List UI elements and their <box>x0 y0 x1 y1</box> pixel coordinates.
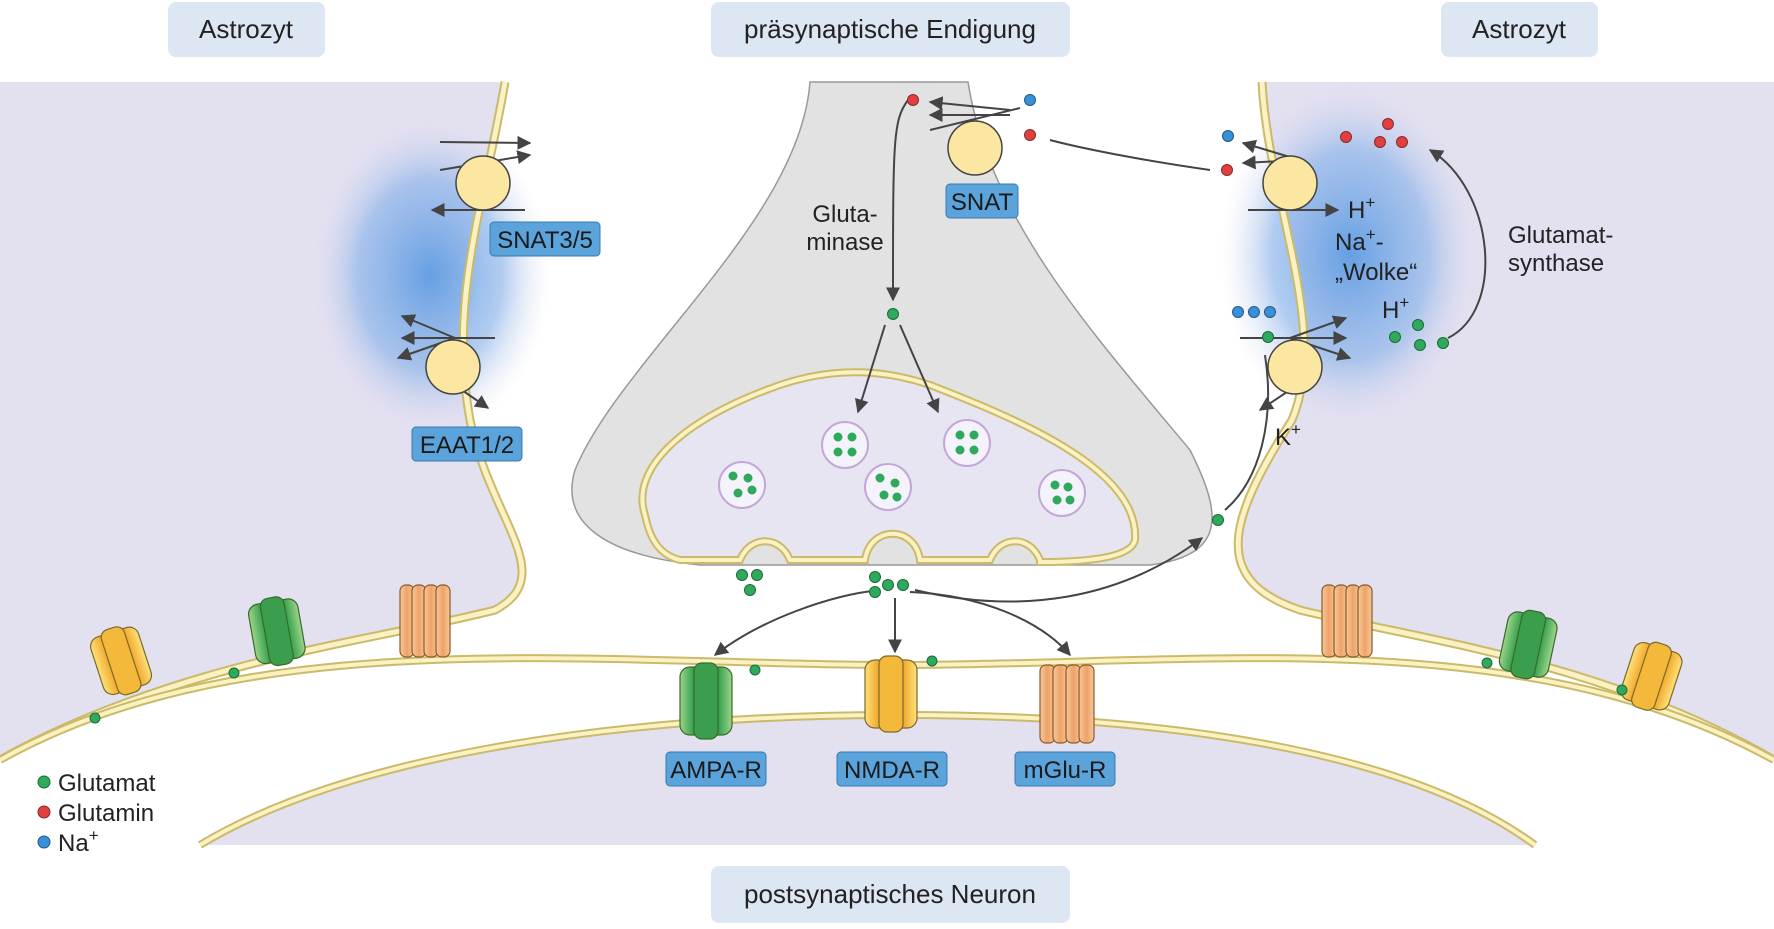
tag-snat35: SNAT3/5 <box>489 221 601 257</box>
annotation-glutamate-synthase-2: synthase <box>1508 250 1604 277</box>
annotation-na-cloud-2: „Wolke“ <box>1335 259 1417 286</box>
annotation-h-plus-upper: H+ <box>1348 193 1375 224</box>
annotation-glutaminase-1: Gluta- <box>812 201 877 228</box>
legend: Glutamat Glutamin Na+ <box>37 770 156 857</box>
vesicle <box>718 461 766 509</box>
pathway-arrows <box>713 99 1487 657</box>
svg-text:NMDA-R: NMDA-R <box>844 757 940 784</box>
snat35-transporter <box>430 135 532 217</box>
svg-text:SNAT3/5: SNAT3/5 <box>497 227 593 254</box>
tag-eaat12: EAAT1/2 <box>411 426 523 462</box>
label-astrocyte-left: Astrozyt <box>168 2 325 57</box>
annotation-na-cloud-1: Na+- <box>1335 225 1384 256</box>
tag-nmda: NMDA-R <box>836 751 948 787</box>
eaat12-transporter <box>396 314 495 409</box>
svg-text:Na+: Na+ <box>58 826 99 857</box>
annotation-h-plus-lower: H+ <box>1382 293 1409 324</box>
svg-text:mGlu-R: mGlu-R <box>1024 757 1107 784</box>
vesicle <box>943 419 991 467</box>
ampa-receptor <box>679 662 733 740</box>
label-presynaptic: präsynaptische Endigung <box>711 2 1070 57</box>
vesicle <box>1038 469 1086 517</box>
tag-snat: SNAT <box>945 183 1019 219</box>
svg-text:AMPA-R: AMPA-R <box>670 757 762 784</box>
molecules <box>736 94 1449 598</box>
svg-text:postsynaptisches Neuron: postsynaptisches Neuron <box>744 879 1036 909</box>
tag-mglu: mGlu-R <box>1014 751 1116 787</box>
svg-text:Glutamin: Glutamin <box>58 800 154 827</box>
ampa-receptor-right <box>1498 609 1558 680</box>
svg-text:EAAT1/2: EAAT1/2 <box>420 432 514 459</box>
annotation-glutaminase-2: minase <box>806 229 883 256</box>
legend-item-glutamine: Glutamin <box>37 800 154 827</box>
svg-text:Astrozyt: Astrozyt <box>199 14 294 44</box>
mglu-receptor-left <box>399 584 451 658</box>
snat-transporter <box>928 96 1021 176</box>
svg-text:Astrozyt: Astrozyt <box>1472 14 1567 44</box>
upper-right-transporter <box>1241 139 1340 217</box>
mglu-receptor-right <box>1321 584 1373 658</box>
annotation-glutamate-synthase-1: Glutamat- <box>1508 222 1613 249</box>
synaptic-vesicles <box>718 419 1086 517</box>
mglu-receptor <box>1039 664 1095 744</box>
svg-text:präsynaptische Endigung: präsynaptische Endigung <box>744 14 1036 44</box>
label-astrocyte-right: Astrozyt <box>1441 2 1598 57</box>
svg-text:SNAT: SNAT <box>951 189 1014 216</box>
svg-text:Glutamat: Glutamat <box>58 770 156 797</box>
right-membrane-receptors <box>1321 584 1683 711</box>
nmda-receptor-left <box>90 626 153 696</box>
tag-ampa: AMPA-R <box>665 751 767 787</box>
legend-item-sodium: Na+ <box>37 826 99 857</box>
ampa-receptor-left <box>247 596 306 667</box>
nmda-receptor <box>864 655 918 733</box>
label-postsynaptic: postsynaptisches Neuron <box>711 866 1070 923</box>
nmda-receptor-right <box>1620 641 1683 711</box>
vesicle <box>821 421 869 469</box>
vesicle <box>864 463 912 511</box>
legend-item-glutamate: Glutamat <box>37 770 156 797</box>
left-membrane-receptors <box>89 584 451 724</box>
annotation-k-plus: K+ <box>1275 420 1301 451</box>
